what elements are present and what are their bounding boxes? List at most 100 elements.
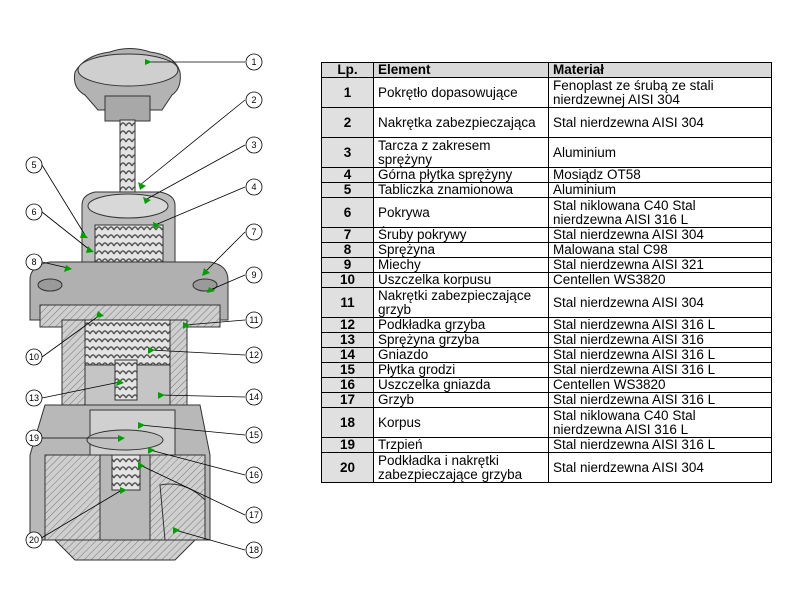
table-row: 18 Korpus Stal niklowana C40 Stal nierdz… <box>321 407 772 438</box>
row-material: Stal nierdzewna AISI 316 L <box>548 347 772 363</box>
callout-label-4: 4 <box>251 182 256 192</box>
row-material: Stal niklowana C40 Stal nierdzewna AISI … <box>548 197 772 228</box>
row-material: Centellen WS3820 <box>548 272 772 288</box>
row-element: Podkładka grzyba <box>373 317 549 333</box>
row-element: Nakrętki zabezpieczające grzyb <box>373 287 549 318</box>
callout-leaders <box>37 61 246 551</box>
table-row: 19 Trzpień Stal nierdzewna AISI 316 L <box>321 437 772 453</box>
row-material: Stal nierdzewna AISI 321 <box>548 257 772 273</box>
row-lp: 10 <box>321 272 374 288</box>
table-row: 15 Płytka grodzi Stal nierdzewna AISI 31… <box>321 362 772 378</box>
callout-label-2: 2 <box>251 95 256 105</box>
row-material: Mosiądz OT58 <box>548 167 772 183</box>
row-lp: 9 <box>321 257 374 273</box>
row-material: Stal nierdzewna AISI 304 <box>548 452 772 483</box>
table-row: 16 Uszczelka gniazda Centellen WS3820 <box>321 377 772 393</box>
table-row: 6 Pokrywa Stal niklowana C40 Stal nierdz… <box>321 197 772 228</box>
row-element: Górna płytka sprężyny <box>373 167 549 183</box>
row-lp: 19 <box>321 437 374 453</box>
callout-label-15: 15 <box>249 430 259 440</box>
callout-5 <box>25 156 43 174</box>
callout-3 <box>245 136 263 154</box>
row-lp: 6 <box>321 197 374 228</box>
row-element: Podkładka i nakrętki zabezpieczające grz… <box>373 452 549 483</box>
row-lp: 16 <box>321 377 374 393</box>
callout-2 <box>245 91 263 109</box>
row-element: Pokrywa <box>373 197 549 228</box>
table-row: 12 Podkładka grzyba Stal nierdzewna AISI… <box>321 317 772 333</box>
row-element: Tabliczka znamionowa <box>373 182 549 198</box>
row-element: Sprężyna grzyba <box>373 332 549 348</box>
callout-label-7: 7 <box>251 227 256 237</box>
table-header-row: Lp. Element Materiał <box>321 62 772 78</box>
row-material: Fenoplast ze śrubą ze stali nierdzewnej … <box>548 77 772 108</box>
callout-labels: 1 2 3 4 5 6 7 8 9 10 11 12 13 14 15 16 1… <box>29 57 259 555</box>
row-element: Nakrętka zabezpieczająca <box>373 107 549 138</box>
table-row: 14 Gniazdo Stal nierdzewna AISI 316 L <box>321 347 772 363</box>
table-row: 7 Śruby pokrywy Stal nierdzewna AISI 304 <box>321 227 772 243</box>
row-material: Stal nierdzewna AISI 316 L <box>548 317 772 333</box>
callout-label-9: 9 <box>251 270 256 280</box>
table-row: 5 Tabliczka znamionowa Aluminium <box>321 182 772 198</box>
callout-circles <box>25 53 263 559</box>
valve-cross-section-drawing: 1 2 3 4 5 6 7 8 9 10 11 12 13 14 15 16 1… <box>25 48 263 561</box>
callout-label-13: 13 <box>29 393 39 403</box>
callout-label-18: 18 <box>249 545 259 555</box>
callout-label-11: 11 <box>249 315 258 325</box>
header-material: Materiał <box>548 62 772 78</box>
row-lp: 4 <box>321 167 374 183</box>
callout-6 <box>25 203 43 221</box>
callout-label-19: 19 <box>29 433 39 443</box>
row-lp: 1 <box>321 77 374 108</box>
row-lp: 12 <box>321 317 374 333</box>
callout-label-8: 8 <box>31 257 36 267</box>
flange-part <box>29 261 229 328</box>
row-lp: 5 <box>321 182 374 198</box>
callout-17 <box>245 506 263 524</box>
callout-label-17: 17 <box>249 510 259 520</box>
row-material: Stal nierdzewna AISI 316 <box>548 332 772 348</box>
row-material: Stal nierdzewna AISI 316 L <box>548 362 772 378</box>
callout-19 <box>25 429 43 447</box>
callout-7 <box>245 223 263 241</box>
row-element: Miechy <box>373 257 549 273</box>
row-material: Centellen WS3820 <box>548 377 772 393</box>
row-lp: 15 <box>321 362 374 378</box>
callout-label-1: 1 <box>251 57 256 67</box>
parts-table: Lp. Element Materiał 1 Pokrętło dopasowu… <box>321 62 772 483</box>
callout-14 <box>245 388 263 406</box>
callout-label-20: 20 <box>29 535 39 545</box>
table-row: 1 Pokrętło dopasowujące Fenoplast ze śru… <box>321 77 772 108</box>
knob-part <box>74 48 181 122</box>
row-lp: 13 <box>321 332 374 348</box>
table-row: 3 Tarcza z zakresem sprężyny Aluminium <box>321 137 772 168</box>
table-row: 11 Nakrętki zabezpieczające grzyb Stal n… <box>321 287 772 318</box>
row-material: Aluminium <box>548 182 772 198</box>
threaded-stem <box>119 119 136 201</box>
row-element: Gniazdo <box>373 347 549 363</box>
callout-10 <box>25 348 43 366</box>
header-lp: Lp. <box>321 62 374 78</box>
row-element: Uszczelka gniazda <box>373 377 549 393</box>
row-lp: 14 <box>321 347 374 363</box>
callout-label-3: 3 <box>251 140 256 150</box>
table-row: 2 Nakrętka zabezpieczająca Stal nierdzew… <box>321 107 772 138</box>
row-lp: 17 <box>321 392 374 408</box>
table-row: 8 Sprężyna Malowana stal C98 <box>321 242 772 258</box>
row-lp: 20 <box>321 452 374 483</box>
callout-11 <box>245 311 263 329</box>
table-row: 10 Uszczelka korpusu Centellen WS3820 <box>321 272 772 288</box>
row-element: Pokrętło dopasowujące <box>373 77 549 108</box>
table-row: 9 Miechy Stal nierdzewna AISI 321 <box>321 257 772 273</box>
callout-label-12: 12 <box>249 350 259 360</box>
callout-1 <box>245 53 263 71</box>
callout-label-14: 14 <box>249 392 259 402</box>
row-material: Stal niklowana C40 Stal nierdzewna AISI … <box>548 407 772 438</box>
row-material: Malowana stal C98 <box>548 242 772 258</box>
callout-label-5: 5 <box>31 160 36 170</box>
row-lp: 18 <box>321 407 374 438</box>
table-row: 4 Górna płytka sprężyny Mosiądz OT58 <box>321 167 772 183</box>
parts-table-body: 1 Pokrętło dopasowujące Fenoplast ze śru… <box>321 77 772 483</box>
row-lp: 2 <box>321 107 374 138</box>
row-material: Aluminium <box>548 137 772 168</box>
